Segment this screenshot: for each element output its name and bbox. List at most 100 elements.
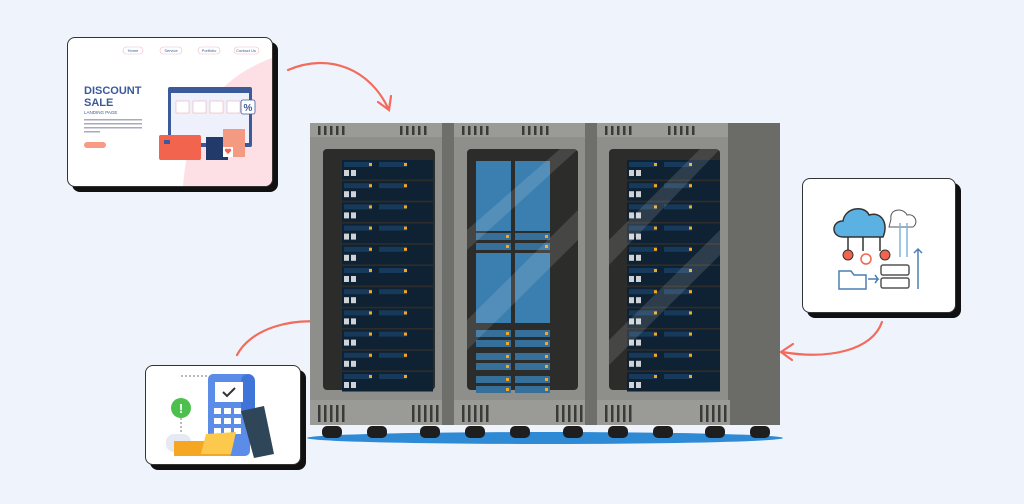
status-led — [369, 205, 372, 209]
status-led — [689, 375, 692, 378]
server-unit — [476, 340, 511, 347]
status-led — [689, 353, 692, 357]
server-unit — [627, 350, 720, 371]
svg-text:!: ! — [179, 401, 183, 416]
status-led — [404, 184, 407, 188]
wheel — [322, 426, 342, 438]
arrow-landing-to-server — [286, 61, 393, 112]
server-unit — [342, 350, 433, 371]
server-unit — [627, 372, 720, 392]
server-unit — [515, 330, 550, 337]
status-led — [654, 353, 657, 357]
wheel — [563, 426, 583, 438]
wheel — [653, 426, 673, 438]
headline-sale: SALE — [84, 97, 113, 109]
server-unit — [627, 181, 720, 201]
server-unit — [627, 308, 720, 328]
status-led — [689, 184, 692, 188]
wheel — [420, 426, 440, 438]
blade-server — [476, 161, 511, 231]
status-led — [404, 353, 407, 357]
status-led — [369, 269, 372, 272]
status-led — [369, 353, 372, 357]
server-unit — [627, 329, 720, 350]
status-led — [654, 311, 657, 315]
wheel — [510, 426, 530, 438]
server-unit — [515, 340, 550, 347]
blade-server — [476, 253, 511, 323]
server-unit — [342, 181, 433, 201]
status-led — [404, 247, 407, 251]
server-unit — [342, 266, 433, 286]
status-led — [369, 163, 372, 166]
status-led — [404, 205, 407, 209]
status-led — [689, 332, 692, 336]
status-led — [654, 269, 657, 272]
cloud-network-icon — [833, 208, 923, 290]
nav-service: Service — [164, 48, 178, 53]
nav-contact: Contact Us — [236, 48, 256, 53]
status-led — [369, 375, 372, 378]
status-led — [369, 184, 372, 188]
status-led — [654, 163, 657, 166]
status-led — [689, 163, 692, 166]
status-led — [369, 247, 372, 251]
server-unit — [476, 243, 511, 250]
server-unit — [342, 244, 433, 265]
status-led — [654, 184, 657, 188]
landing-page-illustration: Home Service Portfolio Contact Us DISCOU… — [84, 46, 272, 186]
status-led — [689, 311, 692, 315]
status-led — [404, 163, 407, 166]
blade-server — [515, 253, 550, 323]
cta-button — [84, 142, 106, 148]
server-unit — [515, 233, 550, 240]
wheel — [608, 426, 628, 438]
server-unit — [342, 372, 433, 392]
server-unit — [627, 266, 720, 286]
status-led — [654, 290, 657, 294]
server-unit — [476, 363, 511, 370]
server-unit — [515, 243, 550, 250]
status-led — [654, 375, 657, 378]
server-unit — [342, 287, 433, 307]
server-unit — [627, 202, 720, 222]
percent-badge: % — [244, 103, 253, 114]
status-led — [404, 226, 407, 230]
status-led — [689, 205, 692, 209]
server-unit — [515, 376, 550, 383]
server-unit — [476, 330, 511, 337]
nav-portfolio: Portfolio — [202, 48, 217, 53]
status-led — [654, 247, 657, 251]
server-unit — [342, 160, 433, 180]
server-unit — [476, 376, 511, 383]
wheel — [465, 426, 485, 438]
payment-terminal-icon: ! — [166, 374, 274, 458]
server-unit — [342, 223, 433, 244]
server-unit — [515, 386, 550, 393]
status-led — [654, 226, 657, 230]
status-led — [689, 269, 692, 272]
arrow-payment-to-server — [235, 314, 342, 357]
server-unit — [627, 287, 720, 307]
status-led — [654, 332, 657, 336]
status-led — [404, 375, 407, 378]
wheel — [367, 426, 387, 438]
status-led — [369, 332, 372, 336]
wheel — [750, 426, 770, 438]
server-unit — [627, 244, 720, 265]
headline-discount: DISCOUNT — [84, 85, 142, 97]
server-unit — [342, 308, 433, 328]
cloud-network-card — [802, 178, 956, 313]
blade-server — [515, 161, 550, 231]
status-led — [369, 290, 372, 294]
status-led — [369, 311, 372, 315]
status-led — [369, 226, 372, 230]
payment-terminal-card: ! — [145, 365, 301, 465]
server-unit — [476, 386, 511, 393]
status-led — [404, 290, 407, 294]
status-led — [404, 332, 407, 336]
status-led — [689, 290, 692, 294]
status-led — [689, 247, 692, 251]
wheel — [705, 426, 725, 438]
server-unit — [476, 353, 511, 360]
